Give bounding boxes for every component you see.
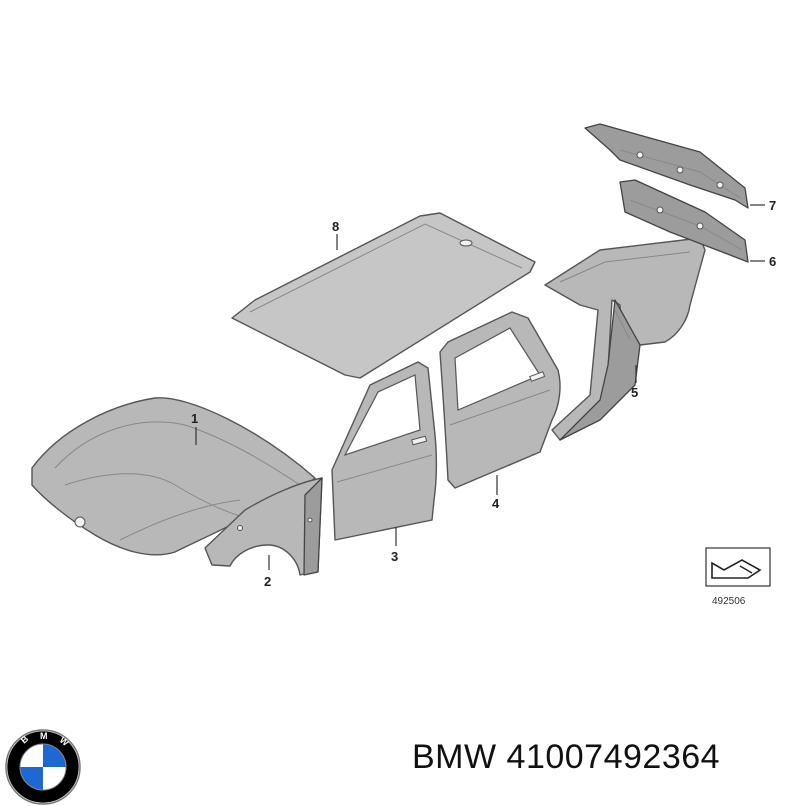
- callout-4: 4: [492, 496, 500, 511]
- front-fender-panel: [204, 477, 323, 576]
- rear-panel-upper: [584, 123, 749, 209]
- reference-box: 492506: [705, 547, 771, 607]
- bmw-logo-icon: B M W: [5, 729, 81, 805]
- part-number: 41007492364: [506, 738, 721, 776]
- brand-name: BMW: [412, 738, 497, 776]
- callout-7: 7: [769, 198, 776, 213]
- svg-text:M: M: [40, 731, 48, 741]
- front-door-panel: [331, 361, 438, 541]
- rear-door-panel: [439, 311, 561, 489]
- leader-lines: [195, 204, 765, 570]
- callout-5: 5: [631, 385, 638, 400]
- callout-3: 3: [391, 549, 398, 564]
- svg-text:B: B: [19, 733, 31, 745]
- part-caption: BMW 41007492364: [412, 738, 720, 777]
- rear-panel-lower: [619, 179, 749, 263]
- callout-8: 8: [332, 219, 339, 234]
- callout-2: 2: [264, 574, 271, 589]
- callout-1: 1: [191, 411, 198, 426]
- rear-side-panel: [544, 237, 706, 441]
- reference-code: 492506: [712, 596, 746, 607]
- roof-panel: [231, 212, 536, 379]
- callout-6: 6: [769, 254, 776, 269]
